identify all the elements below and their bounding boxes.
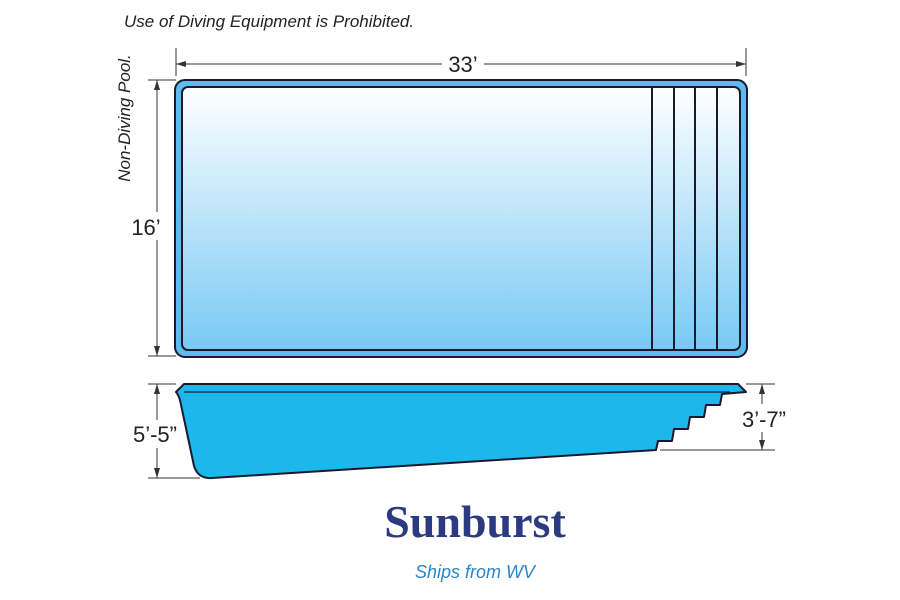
deep-end-label: 5’-5”: [133, 422, 177, 447]
deep-end-dimension: 5’-5”: [133, 383, 200, 479]
entry-steps-top: [651, 88, 718, 349]
diving-prohibited-notice: Use of Diving Equipment is Prohibited.: [124, 12, 414, 31]
shallow-end-label: 3’-7”: [742, 407, 786, 432]
non-diving-notice: Non-Diving Pool.: [115, 54, 134, 182]
length-dimension: 33’: [175, 48, 747, 77]
length-label: 33’: [448, 52, 477, 77]
shallow-end-dimension: 3’-7”: [660, 383, 786, 451]
pool-side-profile: [175, 383, 747, 480]
width-label: 16’: [131, 215, 160, 240]
model-title: Sunburst: [384, 496, 566, 547]
ships-from-label: Ships from WV: [415, 562, 537, 582]
width-dimension: 16’: [131, 79, 176, 357]
pool-top-view: [174, 79, 748, 358]
